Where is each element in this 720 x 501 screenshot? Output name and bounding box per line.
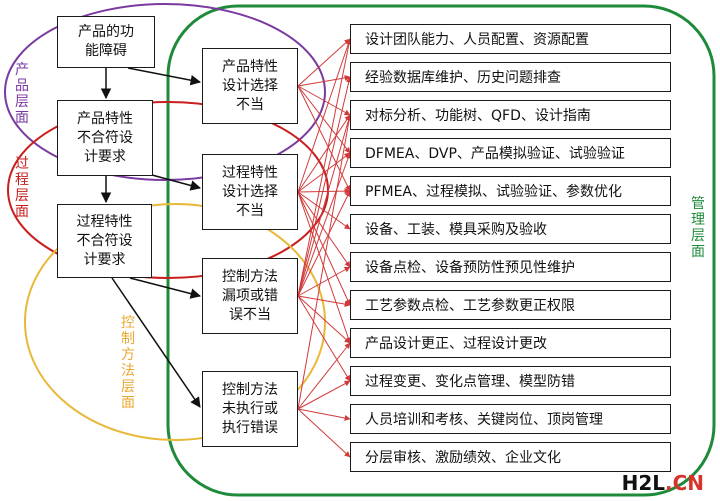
red-arrow-mid1-to-right3 <box>297 85 351 116</box>
red-arrow-mid1-to-right5 <box>297 85 351 192</box>
red-arrow-mid2-to-right9 <box>297 191 352 344</box>
red-arrow-mid2-to-right7 <box>297 191 351 268</box>
red-arrow-mid3-to-right8 <box>297 295 351 308</box>
label-product-layer: 产品 层面 <box>15 62 29 126</box>
watermark-brand: H2L <box>621 471 665 495</box>
right-box-7: 设备点检、设备预防性预见性维护 <box>350 252 671 282</box>
right-box-9: 产品设计更正、过程设计更改 <box>350 328 671 358</box>
red-arrow-mid1-to-right2 <box>297 74 351 87</box>
red-arrow-mid1-to-right4 <box>297 85 351 154</box>
management-region <box>166 4 716 497</box>
red-arrow-mid3-to-right9 <box>297 295 351 344</box>
control-layer-ellipse <box>24 203 326 441</box>
red-arrow-mid4-to-right3 <box>297 114 353 410</box>
red-arrow-mid3-to-right7 <box>297 266 351 297</box>
right-box-8: 工艺参数点检、工艺参数更正权限 <box>350 290 671 320</box>
mid-box-control-omission: 控制方法 漏项或错 误不当 <box>202 258 298 334</box>
red-arrow-mid2-to-right8 <box>297 191 351 306</box>
right-box-5: PFMEA、过程模拟、试验验证、参数优化 <box>350 176 671 206</box>
red-arrow-mid2-to-right1 <box>297 38 352 193</box>
right-box-2: 经验数据库维护、历史问题排查 <box>350 62 671 92</box>
right-box-6: 设备、工装、模具采购及验收 <box>350 214 671 244</box>
red-arrow-mid2-to-right4 <box>297 152 351 193</box>
red-arrow-mid4-to-right9 <box>297 342 351 410</box>
right-box-3: 对标分析、功能树、QFD、设计指南 <box>350 100 671 130</box>
red-arrow-mid3-to-right2 <box>297 76 352 297</box>
red-arrow-mid4-to-right11 <box>297 408 351 421</box>
mid-box-control-not-executed: 控制方法 未执行或 执行错误 <box>202 371 298 447</box>
red-arrow-mid4-to-right12 <box>297 408 351 458</box>
h2l-watermark-logo: H2L.CN <box>622 471 704 495</box>
red-arrow-mid2-to-right5 <box>297 188 351 195</box>
left-box-functional-failure: 产品的功 能障碍 <box>57 16 155 68</box>
red-arrow-mid3-to-right4 <box>297 152 351 297</box>
red-arrow-mid2-to-right3 <box>297 114 351 193</box>
right-box-4: DFMEA、DVP、产品模拟验证、试验验证 <box>350 138 671 168</box>
right-box-11: 人员培训和考核、关键岗位、顶岗管理 <box>350 404 671 434</box>
red-arrow-mid1-to-right1 <box>297 38 351 87</box>
red-arrow-mid3-to-right3 <box>297 114 352 297</box>
red-arrow-mid3-to-right1 <box>297 38 352 297</box>
left-box-product-nonconformance: 产品特性 不合符设 计要求 <box>57 100 153 176</box>
product-layer-ellipse <box>4 3 326 181</box>
label-process-layer: 过程 层面 <box>15 156 29 220</box>
right-box-12: 分层审核、激励绩效、企业文化 <box>350 442 671 472</box>
arrow-left-1-to-mid-1 <box>127 67 202 86</box>
watermark-suffix: .CN <box>664 471 704 495</box>
arrow-left-2-to-mid-2 <box>151 174 202 191</box>
label-management-layer: 管理 层面 <box>691 196 705 260</box>
right-box-1: 设计团队能力、人员配置、资源配置 <box>350 24 671 54</box>
red-arrow-mid3-to-right5 <box>297 190 351 297</box>
red-arrow-mid3-to-right10 <box>297 295 351 382</box>
cause-arrows <box>297 38 353 458</box>
arrow-left-3-to-mid-3 <box>129 277 202 299</box>
label-control-layer: 控制 方法 层面 <box>121 315 135 411</box>
mid-box-process-design-choice: 过程特性 设计选择 不当 <box>202 154 298 230</box>
left-box-process-nonconformance: 过程特性 不合符设 计要求 <box>57 204 152 278</box>
arrow-left-3-to-mid-4 <box>111 277 201 408</box>
red-arrow-mid2-to-right6 <box>297 191 351 230</box>
red-arrow-mid4-to-right10 <box>297 380 351 410</box>
right-box-10: 过程变更、变化点管理、模型防错 <box>350 366 671 396</box>
mid-box-product-design-choice: 产品特性 设计选择 不当 <box>202 48 298 124</box>
